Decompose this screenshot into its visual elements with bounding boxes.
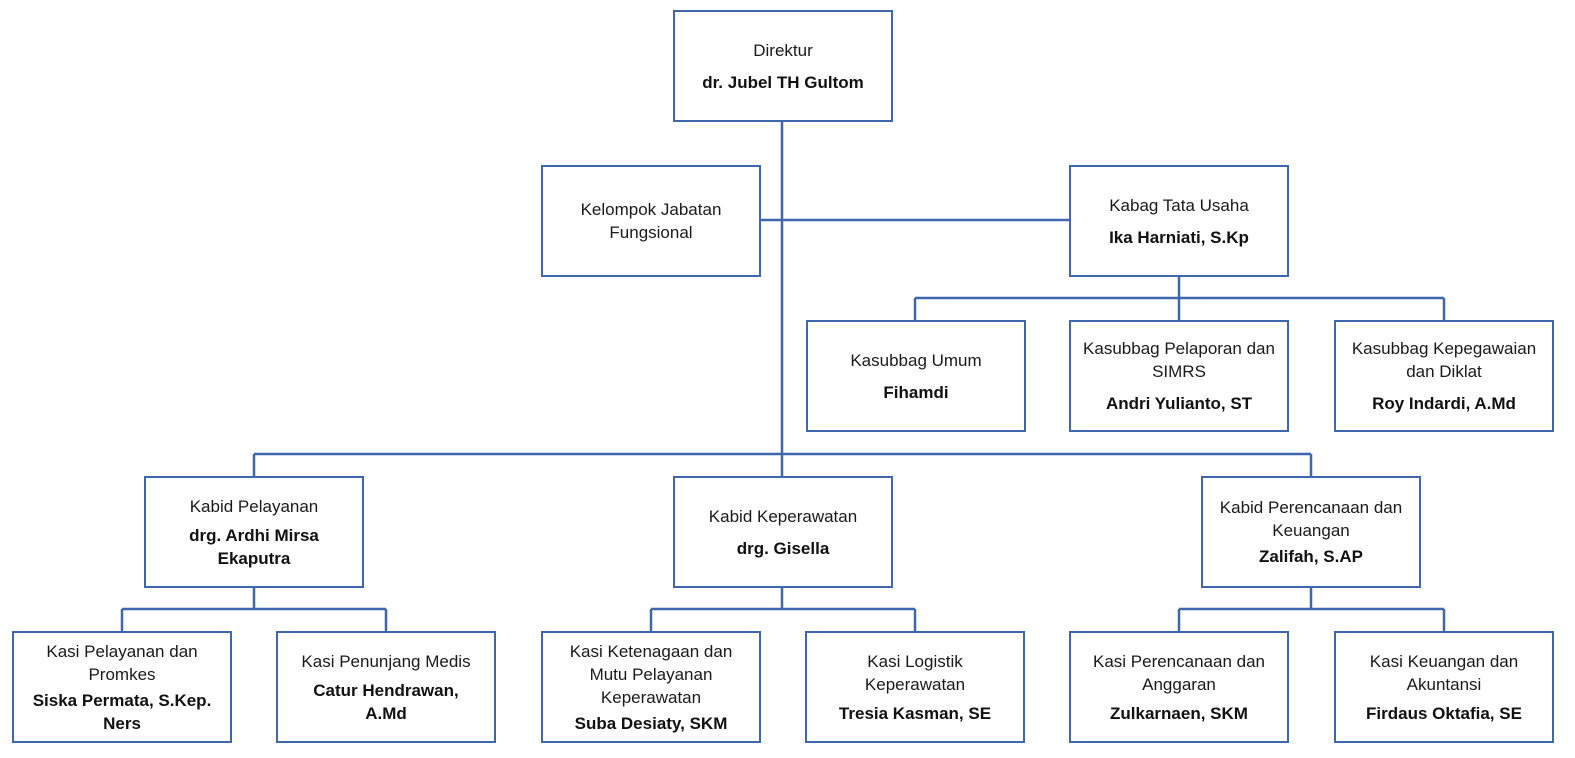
admin-subsection-title: Kasubbag Kepegawaian dan Diklat [1351,339,1537,381]
admin-subsection-box: Kasubbag Umum Fihamdi [806,320,1026,432]
section-box: Kasi Pelayanan dan Promkes Siska Permata… [12,631,232,743]
section-name: Firdaus Oktafia, SE [1366,703,1522,723]
director-title: Direktur [753,40,813,60]
section-title: Kasi Perencanaan dan Anggaran [1092,651,1266,694]
section-box: Kasi Ketenagaan dan Mutu Pelayanan Keper… [541,631,761,743]
admin-subsection-box: Kasubbag Pelaporan dan SIMRS Andri Yulia… [1069,320,1289,432]
admin-subsection-title: Kasubbag Umum [850,350,982,370]
section-title: Kasi Logistik Keperawatan [864,651,966,694]
section-title: Kasi Keuangan dan Akuntansi [1369,651,1519,694]
division-name: drg. Gisella [736,538,830,558]
director-box: Direktur dr. Jubel TH Gultom [673,10,893,122]
section-title: Kasi Penunjang Medis [301,651,471,671]
division-box: Kabid Keperawatan drg. Gisella [673,476,893,588]
admin-subsection-box: Kasubbag Kepegawaian dan Diklat Roy Inda… [1334,320,1554,432]
admin-head-box: Kabag Tata Usaha Ika Harniati, S.Kp [1069,165,1289,277]
section-title: Kasi Pelayanan dan Promkes [46,641,198,684]
section-name: Tresia Kasman, SE [838,703,992,723]
division-name: Zalifah, S.AP [1259,547,1363,566]
division-name: drg. Ardhi Mirsa Ekaputra [189,525,319,568]
section-name: Catur Hendrawan, A.Md [313,680,459,723]
functional-group-title: Kelompok Jabatan Fungsional [580,200,722,242]
functional-group-box: Kelompok Jabatan Fungsional [541,165,761,277]
section-name: Suba Desiaty, SKM [574,713,728,733]
admin-subsection-name: Roy Indardi, A.Md [1372,394,1516,413]
admin-subsection-name: Andri Yulianto, ST [1105,394,1253,413]
admin-head-title: Kabag Tata Usaha [1109,195,1249,215]
admin-subsection-title: Kasubbag Pelaporan dan SIMRS [1083,339,1275,381]
division-title: Kabid Perencanaan dan Keuangan [1219,498,1403,540]
section-title: Kasi Ketenagaan dan Mutu Pelayanan Keper… [569,641,733,707]
section-box: Kasi Logistik Keperawatan Tresia Kasman,… [805,631,1025,743]
division-title: Kabid Keperawatan [708,506,858,526]
director-name: dr. Jubel TH Gultom [702,72,864,92]
admin-head-name: Ika Harniati, S.Kp [1109,227,1249,247]
section-name: Siska Permata, S.Kep. Ners [32,690,212,733]
section-box: Kasi Penunjang Medis Catur Hendrawan, A.… [276,631,496,743]
division-title: Kabid Pelayanan [189,496,319,516]
admin-subsection-name: Fihamdi [883,382,949,402]
division-box: Kabid Perencanaan dan Keuangan Zalifah, … [1201,476,1421,588]
section-box: Kasi Perencanaan dan Anggaran Zulkarnaen… [1069,631,1289,743]
section-name: Zulkarnaen, SKM [1110,703,1248,723]
section-box: Kasi Keuangan dan Akuntansi Firdaus Okta… [1334,631,1554,743]
division-box: Kabid Pelayanan drg. Ardhi Mirsa Ekaputr… [144,476,364,588]
